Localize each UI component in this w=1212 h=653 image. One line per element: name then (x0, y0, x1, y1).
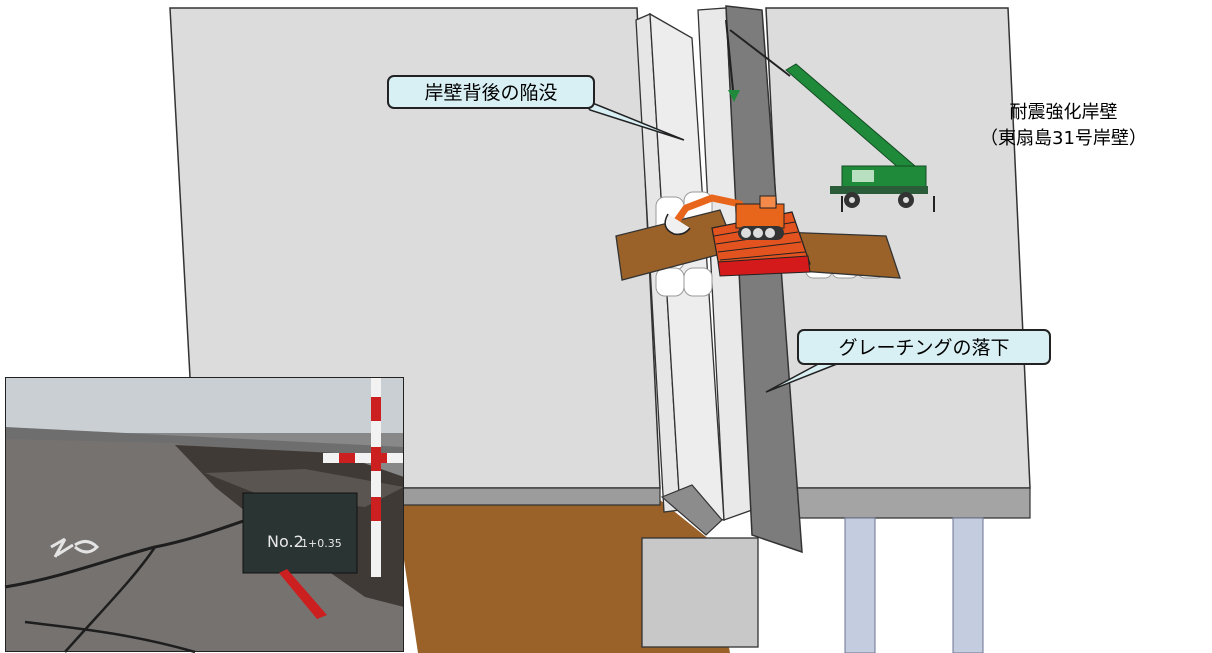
right-slab-edge (790, 488, 1030, 518)
photo-inset-frame (5, 377, 404, 652)
pile-left (845, 518, 875, 653)
callout-subsidence-text: 岸壁背後の陥没 (424, 82, 557, 104)
quay-label: 耐震強化岸壁 （東扇島31号岸壁） (980, 100, 1147, 152)
foundation-block (642, 538, 758, 647)
quay-name: （東扇島31号岸壁） (980, 126, 1147, 152)
pile-right (953, 518, 983, 653)
callout-grating-text: グレーチングの落下 (838, 337, 1009, 359)
quay-title: 耐震強化岸壁 (980, 100, 1147, 126)
